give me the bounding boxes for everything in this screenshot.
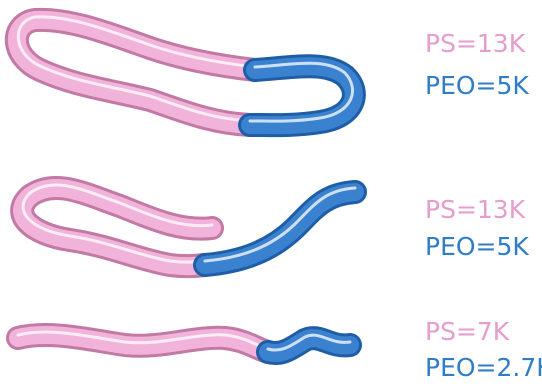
chain-2-ps-segment xyxy=(22,185,212,266)
chain-1-peo-label: PEO=5K xyxy=(425,72,529,100)
chain-1-ps-label: PS=13K xyxy=(425,30,525,58)
chain-1 xyxy=(17,17,354,125)
chain-3 xyxy=(18,332,350,353)
chain-2-peo-segment xyxy=(205,188,355,265)
chain-1-peo-segment xyxy=(250,63,354,125)
chain-3-peo-segment xyxy=(268,335,350,353)
chain-3-ps-segment xyxy=(18,332,268,352)
chain-1-ps-segment xyxy=(17,17,255,125)
chain-2-ps-label: PS=13K xyxy=(425,196,525,224)
chain-3-peo-label: PEO=2.7K xyxy=(425,354,542,382)
chain-2 xyxy=(22,185,355,266)
chain-3-ps-label: PS=7K xyxy=(425,318,509,346)
chain-2-peo-label: PEO=5K xyxy=(425,233,529,261)
